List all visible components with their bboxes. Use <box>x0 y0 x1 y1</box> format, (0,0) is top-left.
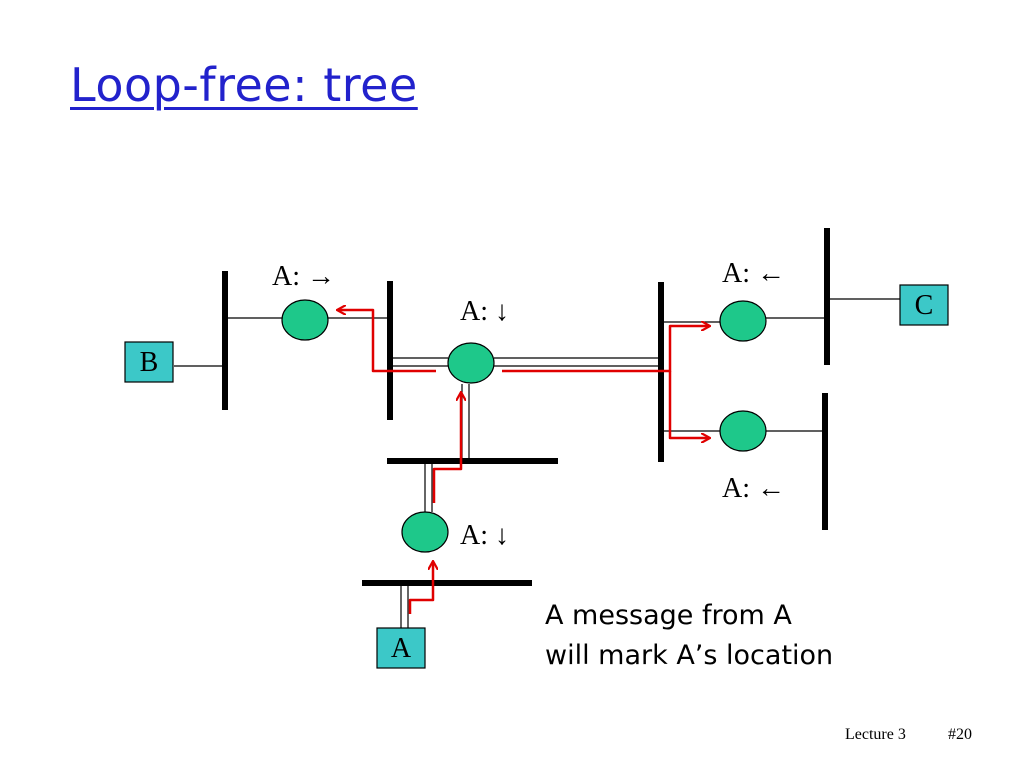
bridge-3-table-label: A: ← <box>722 258 785 289</box>
host-c-label: C <box>915 290 934 321</box>
bridge-3 <box>719 300 767 342</box>
host-a-box <box>376 627 426 669</box>
footer-slide-number: #20 <box>948 726 972 743</box>
arrow-to-bridge3 <box>502 326 709 373</box>
caption-line-1: A message from A <box>545 600 792 631</box>
slide-title: Loop-free: tree <box>70 58 418 112</box>
table-labels: A: → A: ↓ A: ← A: ← A: ↓ <box>272 258 785 551</box>
host-b-label: B <box>140 347 159 378</box>
bridge-2 <box>447 342 495 384</box>
message-path <box>338 310 709 614</box>
bridge-5 <box>401 511 449 553</box>
arrow-to-bridge1 <box>338 310 436 373</box>
bridge-1 <box>281 299 329 341</box>
caption-line-2: will mark A’s location <box>545 640 834 671</box>
host-c-box <box>899 284 949 326</box>
host-b-box <box>124 341 174 383</box>
caption: A message from A will mark A’s location <box>545 596 833 676</box>
arrow-a-to-bridge5 <box>408 562 433 614</box>
host-a-label: A <box>391 633 412 664</box>
bridge-4 <box>719 410 767 452</box>
bridges <box>281 299 767 553</box>
bridge-5-table-label: A: ↓ <box>460 520 509 551</box>
bridge-4-table-label: A: ← <box>722 473 785 504</box>
hosts: B C A <box>124 284 949 669</box>
arrow-to-bridge4 <box>668 371 709 438</box>
footer-lecture: Lecture 3 <box>845 726 906 743</box>
lan-segments <box>222 228 830 586</box>
bridge-1-table-label: A: → <box>272 261 335 292</box>
bridge-2-table-label: A: ↓ <box>460 296 509 327</box>
arrow-bridge5-to-bridge2 <box>432 393 461 503</box>
